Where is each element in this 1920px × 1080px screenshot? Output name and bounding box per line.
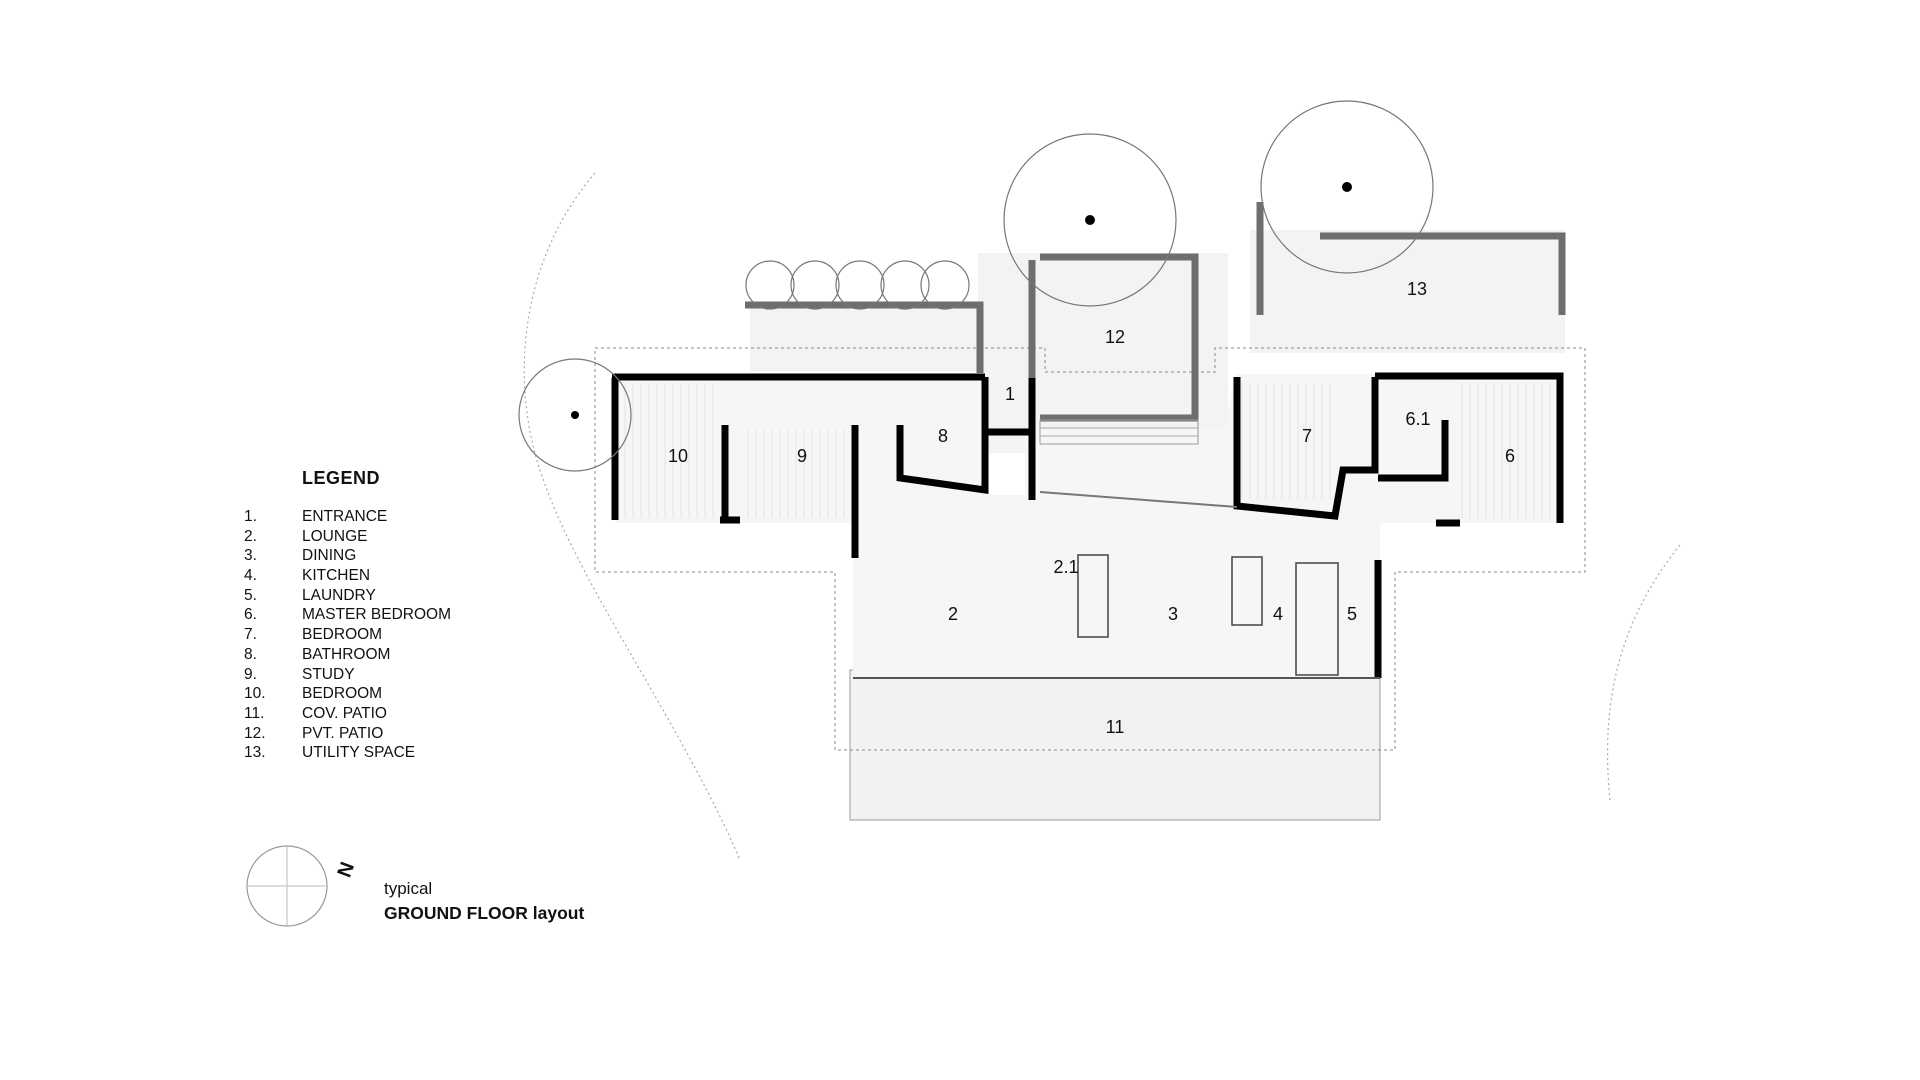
legend-item: 5. LAUNDRY	[244, 587, 451, 607]
legend-item-label: KITCHEN	[302, 567, 371, 585]
room-label-4: 4	[1273, 604, 1283, 624]
legend-item-label: BEDROOM	[302, 626, 383, 644]
room-label-6: 6	[1505, 446, 1515, 466]
legend-item-number: 13.	[244, 744, 266, 762]
legend-item-label: DINING	[302, 547, 357, 565]
plan-caption: typical GROUND FLOOR layout	[384, 879, 584, 924]
landscape-line-left	[523, 172, 741, 861]
legend-item-label: UTILITY SPACE	[302, 744, 416, 762]
legend-item: 13. UTILITY SPACE	[244, 744, 451, 764]
caption-subtitle: typical	[384, 879, 433, 898]
window-line-diagonal	[1039, 491, 1238, 508]
legend-item-number: 11.	[244, 704, 265, 722]
tree-centers	[571, 182, 1352, 419]
legend-item: 10. BEDROOM	[244, 685, 451, 705]
legend-item-label: PVT. PATIO	[302, 724, 384, 742]
legend-item-number: 3.	[244, 547, 257, 565]
north-strip	[750, 303, 980, 371]
legend-item-label: MASTER BEDROOM	[302, 606, 451, 624]
interior-floor	[615, 374, 1560, 678]
legend-item: 9. STUDY	[244, 666, 451, 686]
room-label-2-1: 2.1	[1053, 557, 1078, 577]
patio-steps-lines	[1040, 427, 1198, 437]
legend-item: 11. COV. PATIO	[244, 705, 451, 725]
legend-item-label: STUDY	[302, 665, 355, 683]
room-label-5: 5	[1347, 604, 1357, 624]
legend-item-number: 5.	[244, 586, 257, 604]
legend-item: 3. DINING	[244, 547, 451, 567]
legend-item: 8. BATHROOM	[244, 646, 451, 666]
room-label-3: 3	[1168, 604, 1178, 624]
legend-item-label: BATHROOM	[302, 645, 391, 663]
legend-item: 2. LOUNGE	[244, 528, 451, 548]
garden-walls	[745, 202, 1566, 430]
legend-item-number: 1.	[244, 508, 257, 525]
legend-list: 1. ENTRANCE 2. LOUNGE 3. DINING 4. KITCHEN 5. LAU…	[244, 508, 451, 764]
legend-item-label: LOUNGE	[302, 527, 368, 545]
legend-item-number: 12.	[244, 724, 266, 742]
exterior-walls	[611, 372, 1564, 678]
legend-item-label: LAUNDRY	[302, 586, 376, 604]
private-patio-area	[978, 253, 1228, 453]
room-label-1: 1	[1005, 384, 1015, 404]
legend-item-number: 6.	[244, 606, 257, 624]
room-label-2: 2	[948, 604, 958, 624]
legend-item-number: 8.	[244, 645, 257, 663]
legend-item-label: COV. PATIO	[302, 704, 387, 722]
legend-item: 1. ENTRANCE	[244, 508, 451, 528]
room-label-11: 11	[1106, 717, 1125, 737]
legend-title: LEGEND	[302, 468, 381, 488]
kitchen-island	[1231, 556, 1263, 626]
legend-item-number: 4.	[244, 567, 257, 585]
legend-item-number: 7.	[244, 626, 257, 644]
bedroom-floor-hatching	[624, 383, 1551, 518]
legend-item-number: 10.	[244, 685, 266, 703]
landscape-line-right	[1606, 544, 1681, 801]
covered-patio	[849, 669, 1381, 821]
legend-item: 6. MASTER BEDROOM	[244, 606, 451, 626]
legend-item: 4. KITCHEN	[244, 567, 451, 587]
caption-title: GROUND FLOOR layout	[384, 903, 585, 923]
legend-item-number: 9.	[244, 665, 257, 683]
utility-space-area	[1250, 230, 1565, 353]
legend-item-label: BEDROOM	[302, 685, 383, 703]
legend-item-number: 2.	[244, 527, 257, 545]
patio-steps	[1039, 419, 1199, 445]
room-label-10: 10	[668, 446, 688, 466]
trees	[518, 100, 1434, 472]
legend-item: 7. BEDROOM	[244, 626, 451, 646]
room-label-13: 13	[1407, 279, 1427, 299]
room-label-9: 9	[797, 446, 807, 466]
roofline-outline	[594, 347, 1586, 751]
dining-table	[1077, 554, 1109, 638]
kitchen-counter	[1295, 562, 1339, 676]
north-label: N	[334, 859, 360, 880]
room-label-8: 8	[938, 426, 948, 446]
legend-item-label: ENTRANCE	[302, 508, 388, 525]
room-label-6-1: 6.1	[1405, 409, 1430, 429]
north-arrow	[246, 845, 328, 927]
room-label-12: 12	[1105, 327, 1125, 347]
room-label-7: 7	[1302, 426, 1312, 446]
legend-item: 12. PVT. PATIO	[244, 725, 451, 745]
